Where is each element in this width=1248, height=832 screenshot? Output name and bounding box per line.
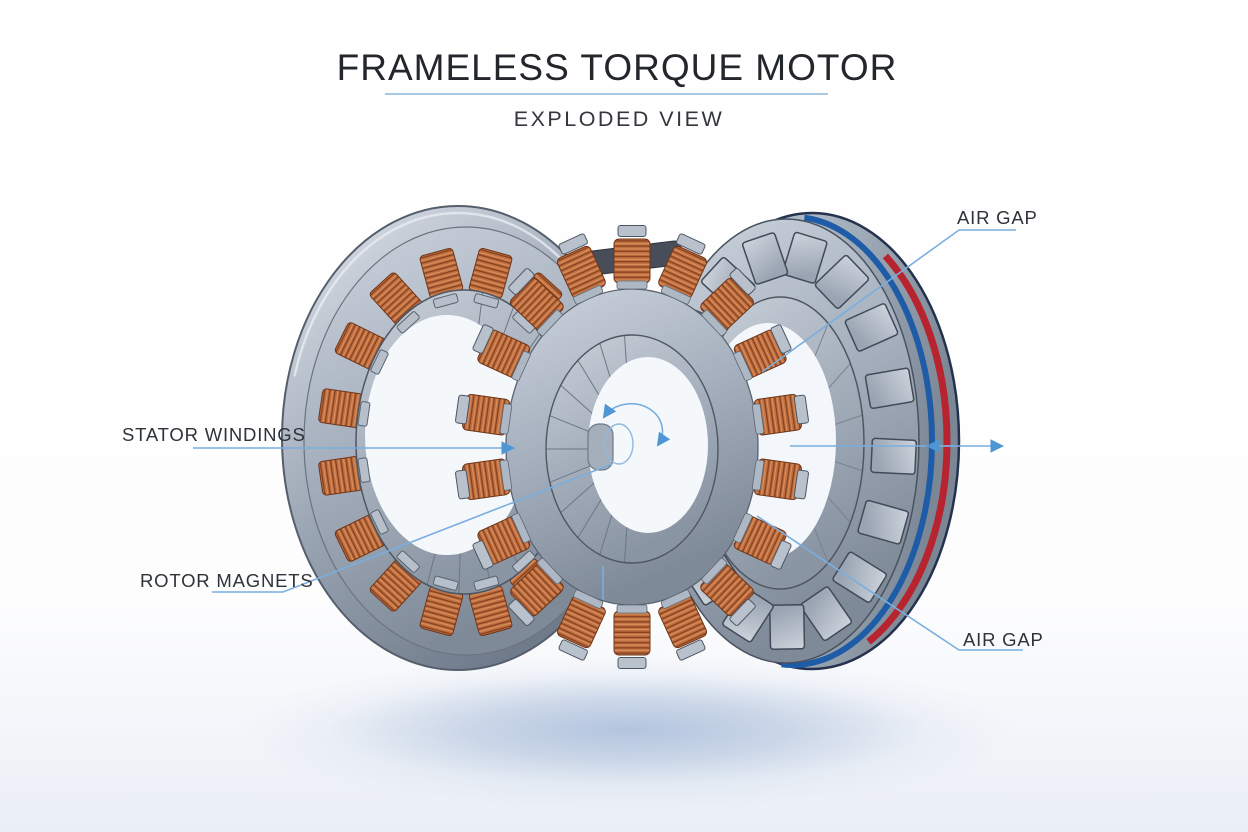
rotor-magnet-tiles-segment [857, 499, 910, 545]
rotor-magnet-tiles-segment [799, 586, 853, 642]
inner-stator-winding-teeth-segment [613, 610, 651, 656]
label-stator-windings: STATOR WINDINGS [122, 424, 306, 445]
inner-stator-tooth-shoes-segment [660, 589, 691, 609]
inner-stator-tooth-caps [455, 225, 809, 669]
inner-stator-tooth-shoes-segment [751, 459, 765, 491]
page-title: FRAMELESS TORQUE MOTOR [337, 47, 898, 88]
inner-stator-tooth-caps-segment [793, 469, 809, 500]
stator-tooth-shoes-segment [512, 550, 536, 573]
label-rotor-magnets: ROTOR MAGNETS [140, 570, 314, 591]
inner-stator-tooth-caps-segment [558, 639, 588, 661]
inner-stator-tooth-caps-segment [508, 268, 535, 295]
inner-stator-tooth-shoes-segment [511, 350, 531, 382]
stator-tooth-shoes-segment [370, 509, 389, 535]
rotor-magnet-tiles-segment [832, 551, 887, 603]
inner-stator-tooth-shoes [499, 280, 765, 614]
inner-stator-tooth-caps-segment [676, 233, 706, 255]
rotation-direction-arrow [602, 402, 671, 447]
leader-rotor-magnets [212, 463, 613, 593]
lamination-line [549, 415, 592, 433]
stator-tooth-shoes-segment [432, 575, 459, 591]
inner-stator-tooth-caps-segment [617, 225, 647, 237]
inner-stator-tooth-caps-segment [558, 233, 588, 255]
stator-tooth-shoes-segment [473, 575, 500, 591]
inner-stator-laminations [546, 335, 629, 563]
lamination-line [560, 480, 597, 514]
inner-stator-tooth-shoes-segment [701, 309, 728, 337]
rotor-magnet-tiles-segment [844, 303, 899, 352]
inner-stator-tooth-caps-segment [729, 599, 756, 626]
inner-stator-bore-edge [545, 334, 719, 564]
rotation-arrow [602, 402, 671, 465]
stator-tooth-shoes-segment [473, 293, 500, 309]
shaft-hub [587, 423, 614, 471]
inner-stator-tooth-shoes-segment [573, 589, 604, 609]
rotor-magnet-tiles-segment [741, 232, 789, 285]
inner-stator-tooth-shoes-segment [701, 557, 728, 585]
stator-tooth-shoes-segment [357, 401, 371, 427]
lamination-line [560, 384, 597, 418]
inner-stator-tooth-shoes-segment [660, 285, 691, 305]
rotor-magnet-tiles-segment [864, 367, 915, 410]
inner-stator-tooth-shoes-segment [536, 557, 563, 585]
inner-stator-tooth-caps-segment [729, 268, 756, 295]
inner-stator-tooth-shoes-segment [536, 309, 563, 337]
leader-lines [193, 229, 1023, 651]
rotor-red-stripe [657, 212, 951, 670]
stator-tooth-shoes-segment [432, 293, 459, 309]
inner-stator-tooth-shoes-segment [616, 280, 648, 290]
inner-stator-tooth-shoes-segment [616, 604, 648, 614]
inner-stator-tooth-caps-segment [770, 324, 792, 354]
page-subtitle: EXPLODED VIEW [514, 107, 725, 131]
inner-stator-tooth-caps-segment [793, 394, 809, 425]
stator-tooth-shoes-segment [370, 349, 389, 375]
inner-stator-tooth-caps-segment [455, 394, 471, 425]
label-air-gap-bottom: AIR GAP [963, 629, 1044, 650]
inner-stator-tooth-caps-segment [472, 540, 494, 570]
inner-stator-winding-teeth-segment [613, 238, 651, 284]
inner-stator-tooth-caps-segment [455, 469, 471, 500]
stator-tooth-shoes-segment [396, 311, 420, 334]
ground-shadow [328, 675, 928, 785]
inner-stator-tooth-shoes-segment [733, 512, 753, 544]
rotor-magnet-tiles-segment [782, 231, 828, 284]
rotor-magnet-tiles-segment [769, 604, 806, 650]
stator-tooth-shoes-segment [396, 550, 420, 573]
lamination-line [577, 493, 606, 538]
annotations: FRAMELESS TORQUE MOTOR EXPLODED VIEW STA… [122, 47, 1044, 650]
leader-air-gap-top [761, 229, 1016, 373]
inner-stator-tooth-shoes-segment [511, 512, 531, 544]
stator-tooth-shoes-segment [357, 457, 371, 483]
inner-stator-tooth-shoes-segment [733, 350, 753, 382]
inner-stator-tooth-caps-segment [617, 657, 647, 669]
lamination-line [549, 465, 592, 483]
inner-stator-tooth-caps-segment [508, 599, 535, 626]
inner-stator-tooth-shoes-segment [573, 285, 604, 305]
rotor-magnet-tiles-segment [814, 254, 870, 309]
leader-air-gap-bottom [756, 515, 1023, 651]
inner-stator-ring [455, 225, 809, 669]
inner-stator-tooth-caps-segment [472, 324, 494, 354]
inner-stator-tooth-caps-segment [770, 540, 792, 570]
inner-stator-tooth-shoes-segment [751, 403, 765, 435]
label-air-gap-top: AIR GAP [957, 207, 1038, 228]
inner-stator-tooth-caps-segment [676, 639, 706, 661]
inner-stator-tooth-shoes-segment [499, 403, 513, 435]
rotor-magnet-tiles-segment [870, 437, 917, 475]
outer-stator-rim-highlight [286, 211, 630, 665]
inner-stator-tooth-shoes-segment [499, 459, 513, 491]
